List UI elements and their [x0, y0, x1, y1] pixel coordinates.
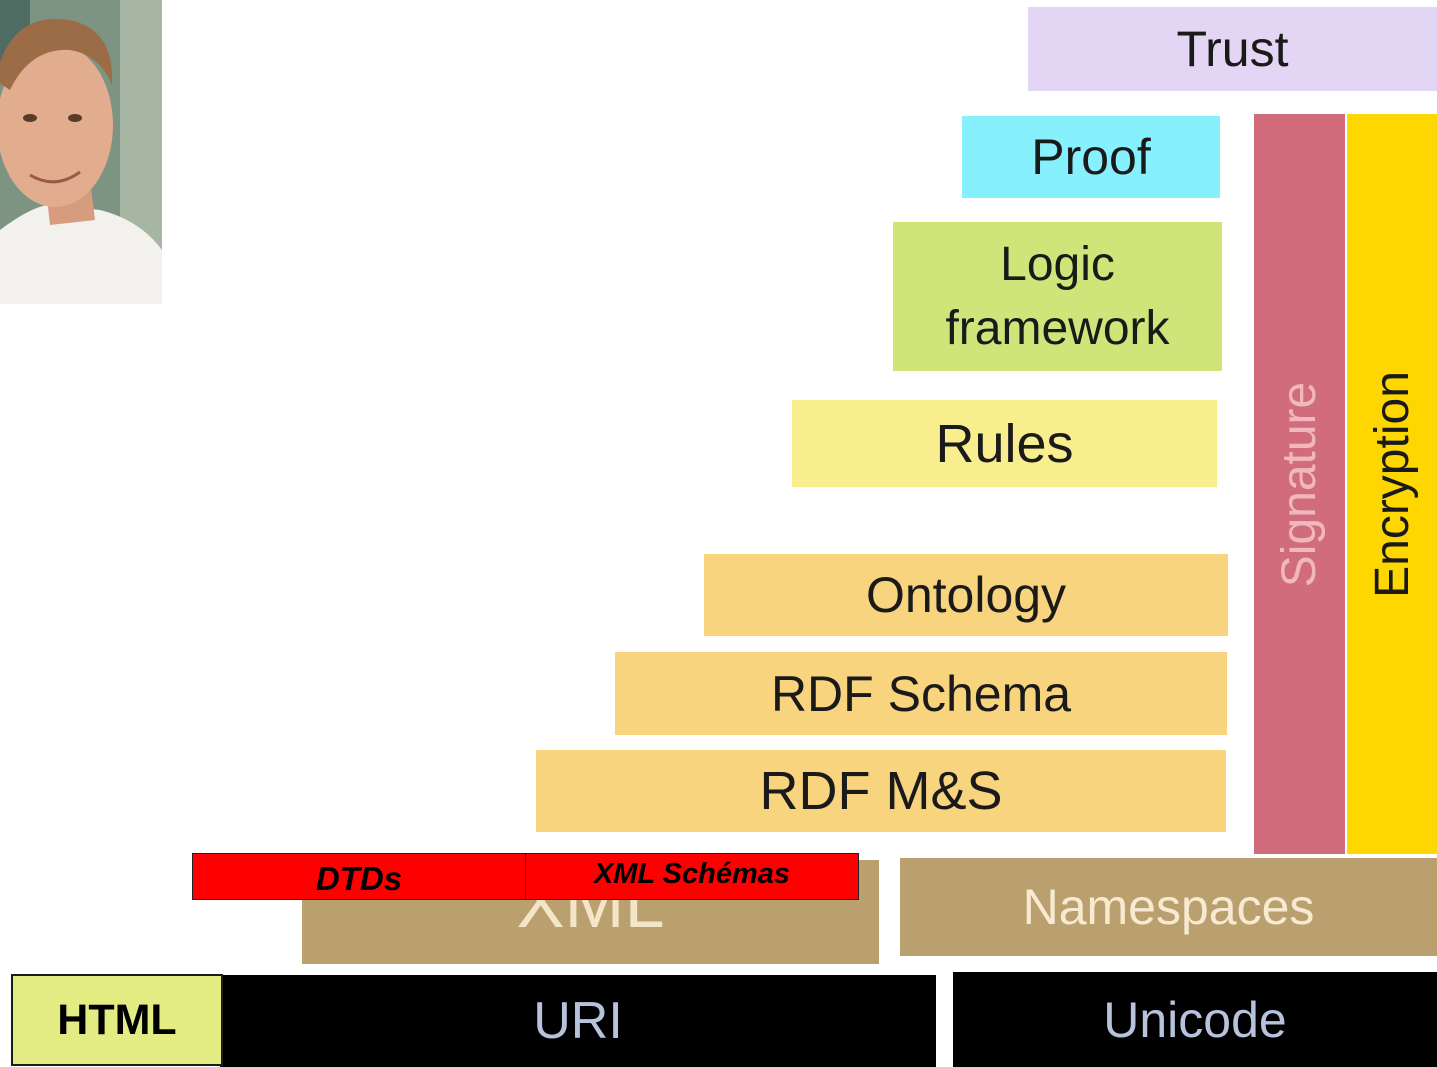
layer-encryption: Encryption — [1347, 114, 1437, 854]
layer-logic-label-line1: Logic — [1000, 237, 1115, 291]
html-box: HTML — [11, 974, 223, 1066]
layer-unicode-label: Unicode — [1103, 991, 1287, 1048]
layer-uri: URI — [220, 975, 936, 1067]
layer-trust-label: Trust — [1176, 21, 1289, 77]
layer-logic-label-line2: framework — [945, 301, 1170, 355]
layer-proof-label: Proof — [1031, 129, 1151, 185]
layer-rules-label: Rules — [935, 413, 1074, 474]
layer-logic-framework: Logic framework — [893, 222, 1222, 371]
dtds-box: DTDs — [192, 853, 526, 900]
layer-ontology: Ontology — [704, 554, 1228, 636]
layer-rdf-ms-label: RDF M&S — [759, 761, 1003, 821]
layer-rdf-schema-label: RDF Schema — [770, 665, 1072, 722]
layer-proof: Proof — [962, 116, 1220, 198]
layer-namespaces-label: Namespaces — [1022, 879, 1315, 935]
html-label: HTML — [57, 995, 177, 1044]
layer-rules: Rules — [792, 400, 1217, 487]
layer-namespaces: Namespaces — [900, 858, 1437, 956]
layer-uri-label: URI — [533, 992, 623, 1050]
layer-unicode: Unicode — [953, 972, 1437, 1067]
layer-encryption-label: Encryption — [1365, 370, 1419, 598]
layer-signature: Signature — [1254, 114, 1345, 854]
layer-signature-label: Signature — [1273, 381, 1327, 587]
xml-schemas-box: XML Schémas — [525, 853, 859, 900]
layer-rdf-schema: RDF Schema — [615, 652, 1227, 735]
layer-rdf-ms: RDF M&S — [536, 750, 1226, 832]
layer-trust: Trust — [1028, 7, 1437, 91]
xml-schemas-label: XML Schémas — [593, 858, 791, 890]
portrait-drawing — [0, 0, 162, 304]
portrait-photo — [0, 0, 162, 304]
layer-ontology-label: Ontology — [865, 567, 1067, 623]
dtds-label: DTDs — [315, 859, 403, 897]
